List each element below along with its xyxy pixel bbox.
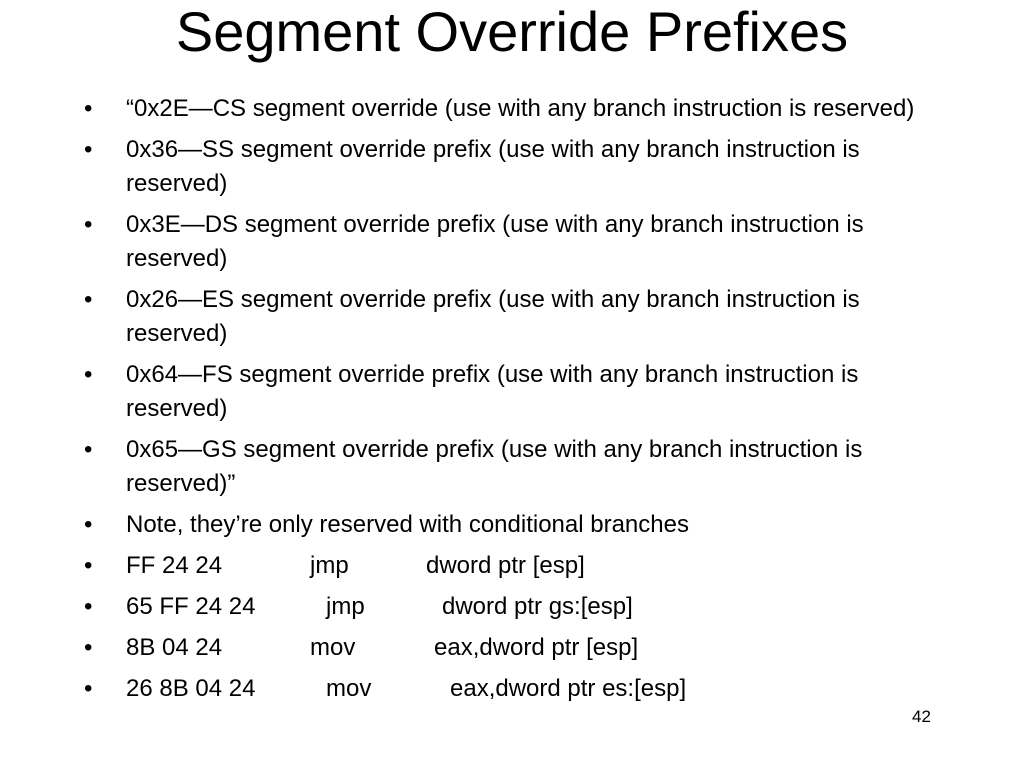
code-mnemonic: jmp (310, 552, 349, 579)
slide-title: Segment Override Prefixes (175, 0, 849, 63)
code-mnemonic: mov (310, 634, 356, 661)
bullet-item: 0x36—SS segment override prefix (use wit… (84, 133, 964, 201)
code-bytes: FF 24 24 (126, 552, 223, 579)
bullet-item: 0x65—GS segment override prefix (use wit… (84, 433, 964, 501)
code-mnemonic: jmp (326, 593, 365, 620)
bullet-item: 0x64—FS segment override prefix (use wit… (84, 358, 964, 426)
bullet-list: “0x2E—CS segment override (use with any … (84, 92, 964, 713)
code-operands: eax,dword ptr es:[esp] (450, 675, 687, 702)
bullet-item: 0x26—ES segment override prefix (use wit… (84, 283, 964, 351)
code-line: FF 24 24 jmp dword ptr [esp] (84, 549, 964, 583)
bullet-item: Note, they’re only reserved with conditi… (84, 508, 964, 542)
code-bytes: 65 FF 24 24 (126, 593, 256, 620)
page-number: 42 (912, 707, 931, 726)
code-operands: eax,dword ptr [esp] (434, 634, 639, 661)
bullet-item: 0x3E—DS segment override prefix (use wit… (84, 208, 964, 276)
code-mnemonic: mov (326, 675, 372, 702)
bullet-item: “0x2E—CS segment override (use with any … (84, 92, 964, 126)
code-operands: dword ptr gs:[esp] (442, 593, 633, 620)
code-bytes: 8B 04 24 (126, 634, 223, 661)
code-line: 65 FF 24 24 jmp dword ptr gs:[esp] (84, 590, 964, 624)
code-operands: dword ptr [esp] (426, 552, 585, 579)
code-bytes: 26 8B 04 24 (126, 675, 256, 702)
code-line: 8B 04 24 mov eax,dword ptr [esp] (84, 631, 964, 665)
code-line: 26 8B 04 24 mov eax,dword ptr es:[esp] (84, 672, 964, 706)
